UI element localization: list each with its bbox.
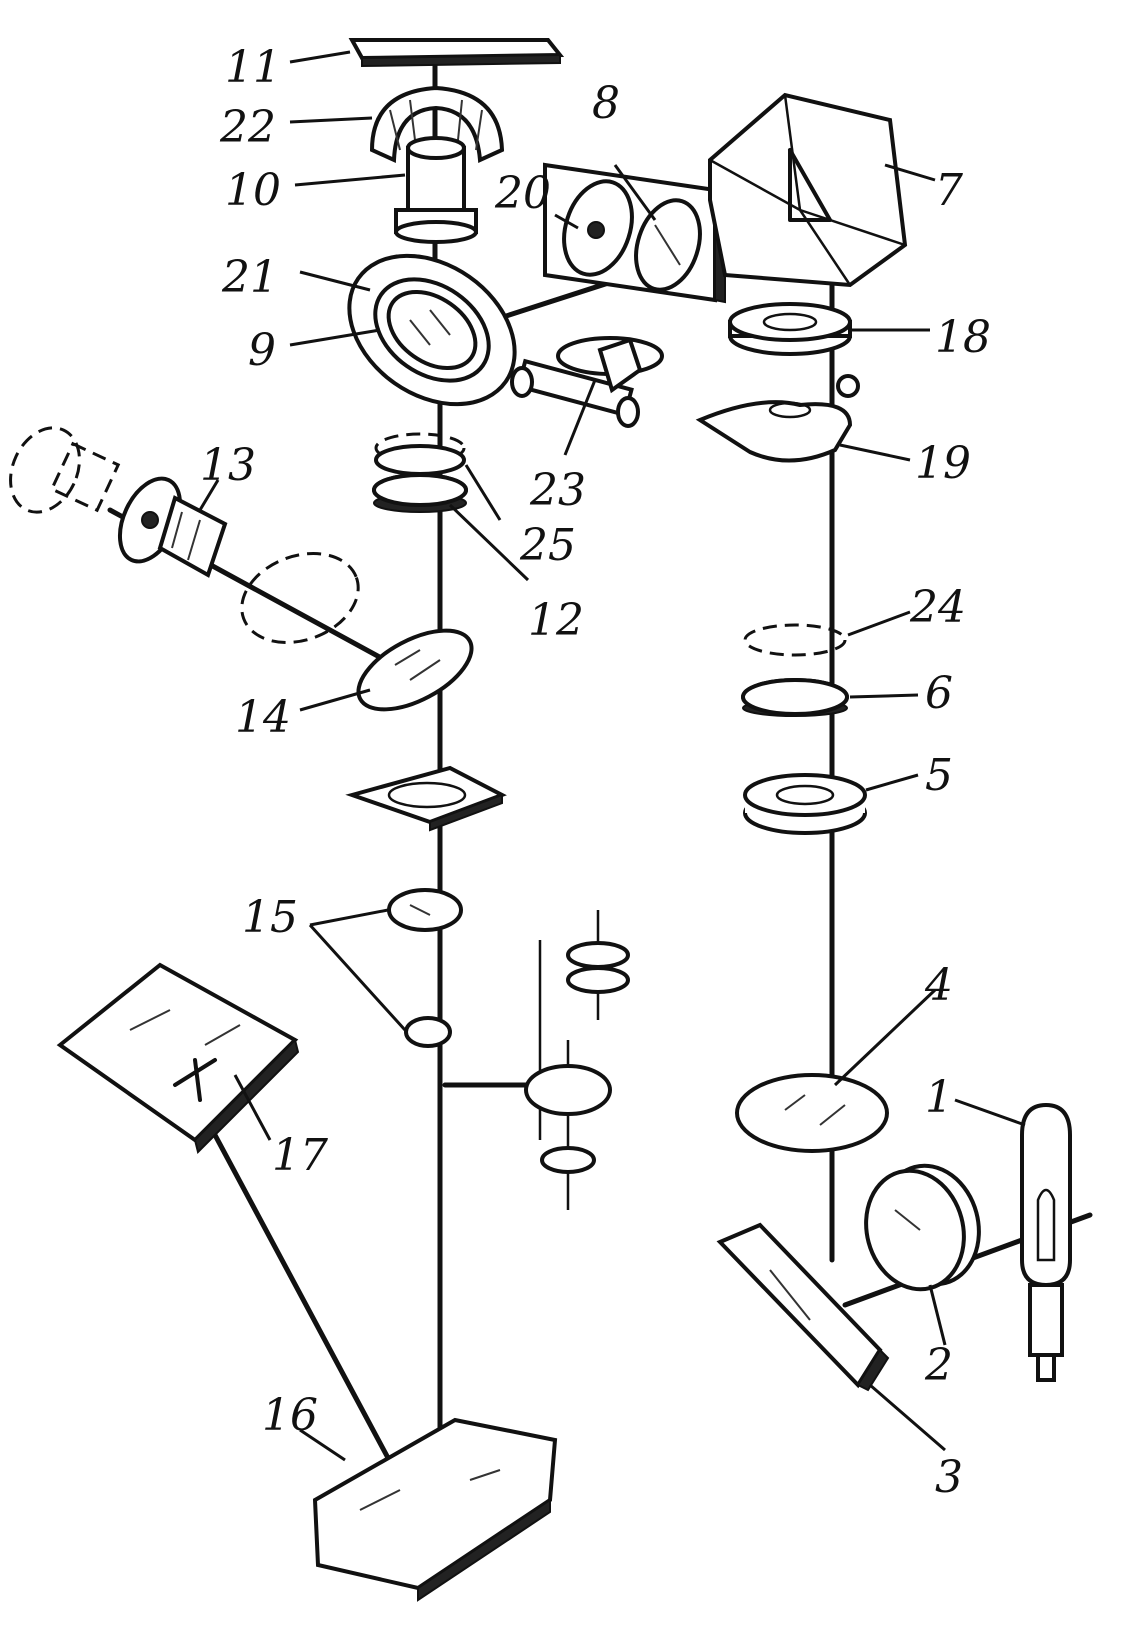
component-aperture-plate (345, 765, 507, 832)
label-5: 5 (925, 750, 953, 801)
component-25-lens (374, 432, 466, 476)
component-objective-turret (524, 910, 630, 1210)
label-20: 20 (494, 168, 551, 219)
label-19: 19 (915, 438, 971, 489)
label-18: 18 (935, 312, 991, 363)
component-7-prism (708, 92, 908, 288)
component-2-collector (864, 1163, 981, 1292)
component-13-side-eyepiece (9, 426, 228, 578)
label-24: 24 (909, 582, 966, 633)
component-14-mirror (356, 628, 474, 712)
label-21: 21 (221, 252, 278, 303)
leader-lines (198, 50, 1026, 1462)
label-2: 2 (924, 1340, 953, 1391)
component-11-plate (348, 38, 565, 68)
label-9: 9 (248, 325, 276, 376)
label-15: 15 (242, 892, 298, 943)
component-dashed-disc (240, 552, 360, 644)
label-13: 13 (200, 440, 256, 491)
component-6-lens (741, 678, 849, 717)
label-12: 12 (528, 595, 584, 646)
component-23-lever (510, 336, 664, 428)
label-3: 3 (935, 1452, 963, 1503)
component-21-ring (347, 253, 517, 407)
component-20-8-reticle-plate (543, 162, 726, 304)
component-4-condenser (735, 1073, 889, 1153)
component-10-cylinder (394, 136, 478, 244)
label-1: 1 (925, 1072, 953, 1123)
component-labels: 11 22 10 21 9 20 8 7 18 19 23 25 12 13 1… (200, 42, 991, 1503)
label-4: 4 (924, 960, 953, 1011)
component-16-base-plate (312, 1417, 558, 1602)
label-22: 22 (219, 102, 276, 153)
component-3-mirror (716, 1222, 890, 1392)
label-7: 7 (935, 165, 963, 216)
label-23: 23 (529, 465, 586, 516)
component-18-ring (728, 302, 852, 356)
label-14: 14 (235, 692, 291, 743)
component-24-lens (743, 623, 847, 657)
label-10: 10 (225, 165, 281, 216)
component-15-lens-lower (404, 1016, 452, 1048)
component-15-lens-upper (387, 888, 463, 932)
label-25: 25 (519, 520, 576, 571)
label-16: 16 (262, 1390, 318, 1441)
label-6: 6 (925, 668, 953, 719)
label-11: 11 (225, 42, 281, 93)
component-5-ring (743, 773, 867, 835)
label-17: 17 (272, 1130, 328, 1181)
component-12-lens (372, 473, 468, 513)
component-1-lamp (1020, 1102, 1072, 1382)
component-22-crown (369, 85, 505, 164)
component-19-cap (695, 374, 860, 463)
label-8: 8 (592, 78, 620, 129)
